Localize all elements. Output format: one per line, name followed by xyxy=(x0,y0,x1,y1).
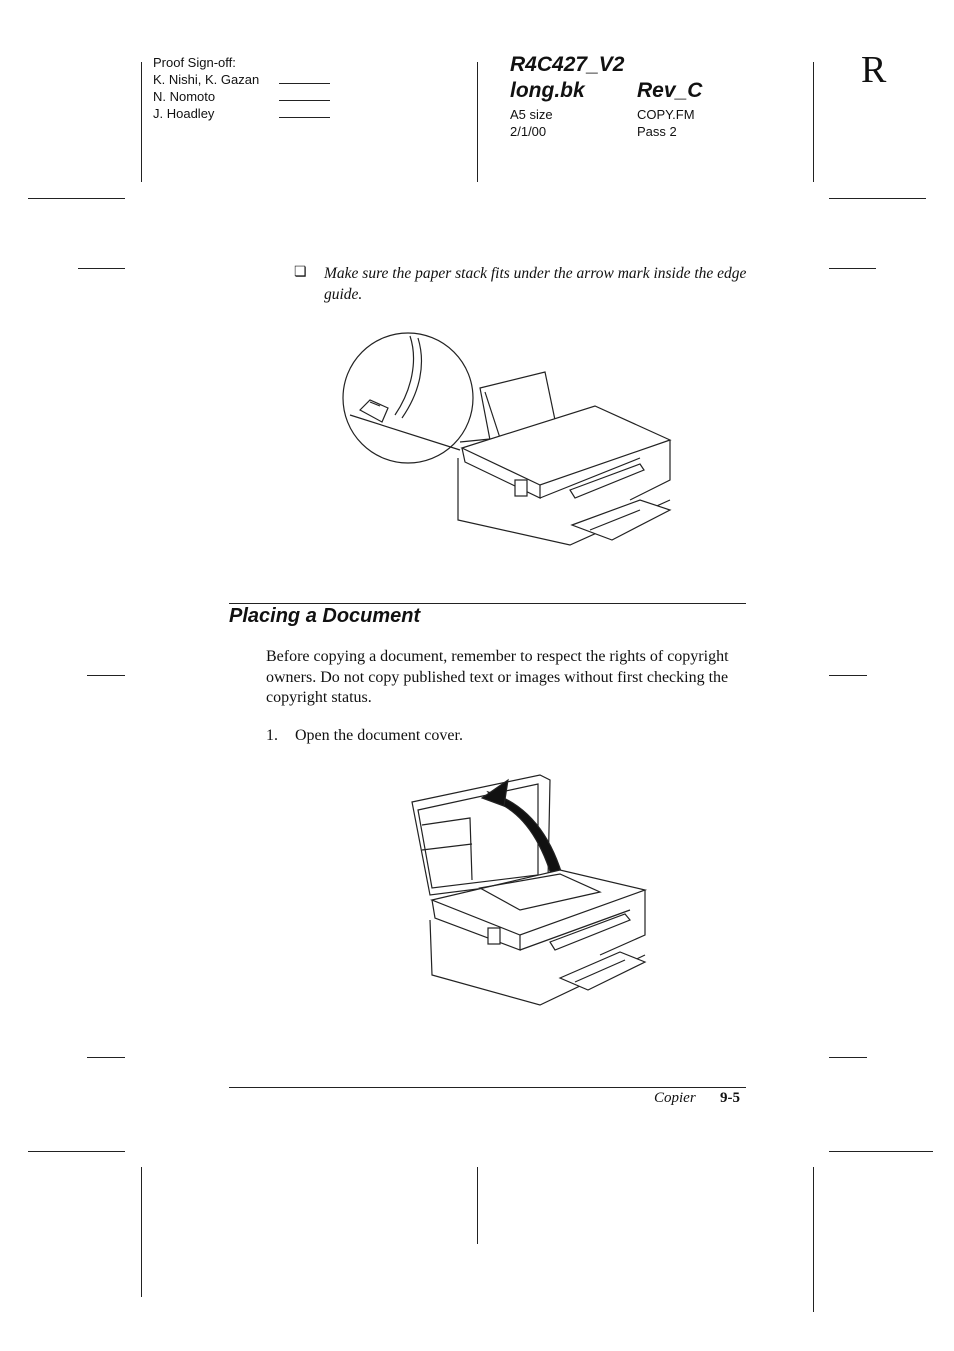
footer-rule xyxy=(229,1087,746,1088)
crop-mark xyxy=(829,1057,867,1058)
note-bullet: ❏ xyxy=(294,265,307,280)
crop-mark xyxy=(477,1167,478,1244)
section-rule xyxy=(229,603,746,604)
paper-size: A5 size xyxy=(510,107,553,122)
crop-mark xyxy=(141,62,142,182)
step-number: 1. xyxy=(266,727,278,744)
signoff-row: K. Nishi, K. Gazan xyxy=(153,71,330,88)
crop-mark xyxy=(477,62,478,182)
book-file: long.bk xyxy=(510,79,585,102)
step-text: Open the document cover. xyxy=(295,727,463,744)
crop-mark xyxy=(813,62,814,182)
crop-mark xyxy=(78,268,125,269)
crop-mark xyxy=(28,198,125,199)
signer-name: N. Nomoto xyxy=(153,89,216,104)
note-text: Make sure the paper stack fits under the… xyxy=(324,265,747,303)
crop-mark xyxy=(829,1151,933,1152)
zoom-circle xyxy=(342,332,474,464)
section-heading: Placing a Document xyxy=(229,605,421,627)
date: 2/1/00 xyxy=(510,124,547,139)
crop-mark xyxy=(87,1057,125,1058)
signer-name: J. Hoadley xyxy=(153,106,215,121)
proof-signoff: Proof Sign-off: K. Nishi, K. Gazan N. No… xyxy=(153,54,330,122)
crop-mark xyxy=(829,198,926,199)
footer-chapter: Copier xyxy=(654,1090,696,1106)
crop-mark xyxy=(141,1167,142,1297)
crop-mark xyxy=(829,675,867,676)
printer-paper-stack-illustration xyxy=(342,332,672,546)
page-number: 9-5 xyxy=(720,1090,740,1106)
signoff-title: Proof Sign-off: xyxy=(153,55,236,70)
signer-name: K. Nishi, K. Gazan xyxy=(153,72,260,87)
frame-file: COPY.FM xyxy=(637,107,695,122)
doc-id: R4C427_V2 xyxy=(510,53,625,76)
pass: Pass 2 xyxy=(637,124,677,139)
crop-mark xyxy=(28,1151,125,1152)
revision: Rev_C xyxy=(637,79,703,102)
signature-line xyxy=(279,71,330,84)
signoff-row: J. Hoadley xyxy=(153,105,330,122)
signoff-row: N. Nomoto xyxy=(153,88,330,105)
open-document-cover-illustration xyxy=(411,774,648,1006)
signature-line xyxy=(279,105,330,118)
crop-mark xyxy=(813,1167,814,1312)
crop-mark xyxy=(829,268,876,269)
body-paragraph: Before copying a document, remember to r… xyxy=(266,648,729,706)
corner-letter: R xyxy=(861,49,887,91)
crop-mark xyxy=(87,675,125,676)
signature-line xyxy=(279,88,330,101)
